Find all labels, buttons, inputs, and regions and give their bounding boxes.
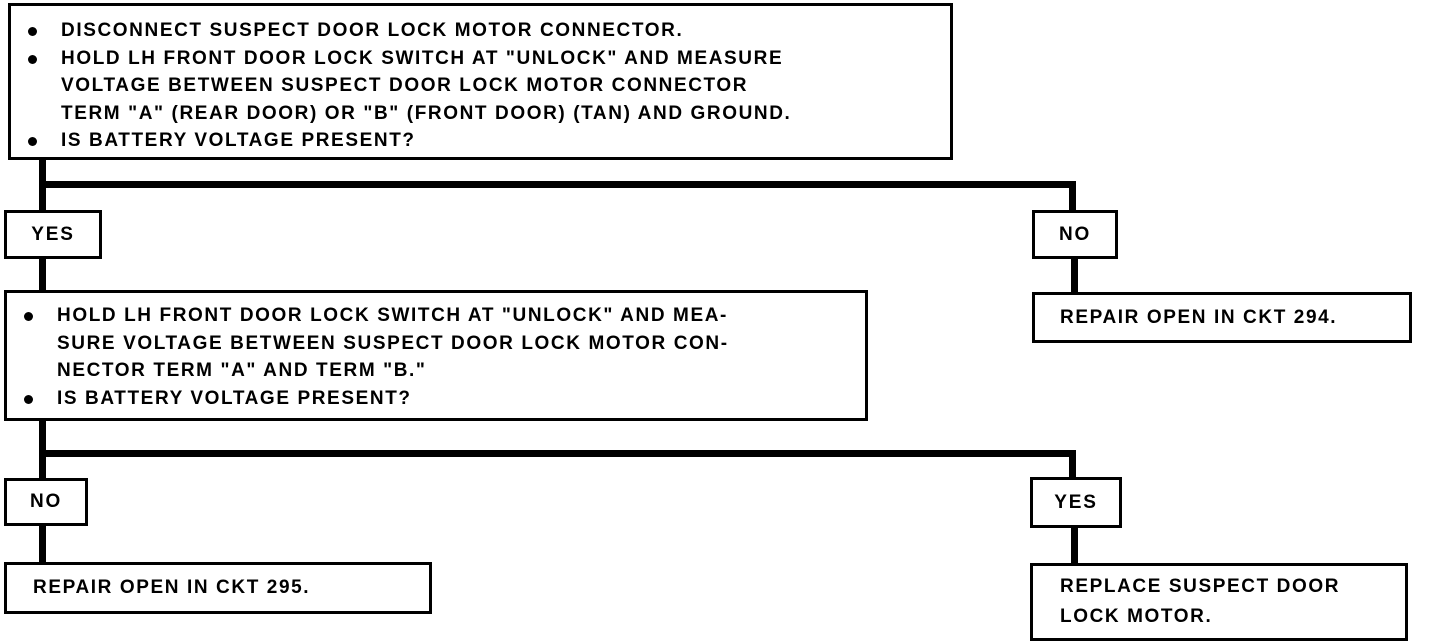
connector-yes1-to-step2 [39, 257, 46, 292]
step2-instruction-box: HOLD LH FRONT DOOR LOCK SWITCH AT "UNLOC… [4, 290, 868, 421]
branch1-yes-label: YES [31, 223, 75, 245]
result-replace-motor-box: REPLACE SUSPECT DOOR LOCK MOTOR. [1030, 563, 1408, 641]
instruction-line: NECTOR TERM "A" AND TERM "B." [57, 360, 427, 381]
connector-branch1-horizontal [39, 181, 1076, 188]
instruction-line: IS BATTERY VOLTAGE PRESENT? [57, 387, 412, 409]
connector-branch2-yes-down [1069, 450, 1076, 479]
connector-no2-to-result295 [39, 523, 46, 564]
connector-branch2-horizontal [39, 450, 1076, 457]
branch1-no-box: NO [1032, 210, 1118, 259]
bullet-icon [28, 137, 37, 146]
instruction-line: VOLTAGE BETWEEN SUSPECT DOOR LOCK MOTOR … [61, 75, 749, 96]
branch2-yes-label: YES [1054, 491, 1098, 513]
instruction-line: HOLD LH FRONT DOOR LOCK SWITCH AT "UNLOC… [57, 305, 728, 326]
connector-branch1-no-down [1069, 181, 1076, 212]
bullet-icon [28, 27, 37, 36]
instruction-item: IS BATTERY VOLTAGE PRESENT? [7, 385, 865, 413]
bullet-icon [24, 394, 33, 404]
branch2-no-box: NO [4, 478, 88, 526]
branch2-no-label: NO [29, 491, 63, 512]
connector-step2-down [39, 418, 46, 480]
instruction-line: DISCONNECT SUSPECT DOOR LOCK MOTOR CONNE… [61, 20, 684, 41]
instruction-line: SURE VOLTAGE BETWEEN SUSPECT DOOR LOCK M… [57, 332, 729, 354]
bullet-icon [24, 312, 33, 321]
result-line: REPAIR OPEN IN CKT 294. [1060, 306, 1338, 328]
result-line: REPLACE SUSPECT DOOR [1060, 576, 1341, 597]
instruction-line: IS BATTERY VOLTAGE PRESENT? [61, 130, 416, 151]
branch1-no-label: NO [1058, 223, 1092, 245]
instruction-item: HOLD LH FRONT DOOR LOCK SWITCH AT "UNLOC… [11, 45, 950, 128]
branch1-yes-box: YES [4, 210, 102, 259]
instruction-item: DISCONNECT SUSPECT DOOR LOCK MOTOR CONNE… [11, 17, 950, 45]
connector-no1-to-result294 [1071, 257, 1078, 294]
result-line: LOCK MOTOR. [1060, 606, 1213, 627]
bullet-icon [28, 54, 37, 64]
instruction-line: HOLD LH FRONT DOOR LOCK SWITCH AT "UNLOC… [61, 47, 784, 69]
result-repair-ckt295-box: REPAIR OPEN IN CKT 295. [4, 562, 432, 614]
instruction-line: TERM "A" (REAR DOOR) OR "B" (FRONT DOOR)… [61, 102, 792, 124]
result-line: REPAIR OPEN IN CKT 295. [33, 577, 311, 598]
result-repair-ckt294-box: REPAIR OPEN IN CKT 294. [1032, 292, 1412, 343]
instruction-item: HOLD LH FRONT DOOR LOCK SWITCH AT "UNLOC… [7, 302, 865, 385]
connector-yes2-to-replace [1071, 526, 1078, 565]
instruction-item: IS BATTERY VOLTAGE PRESENT? [11, 127, 950, 155]
branch2-yes-box: YES [1030, 477, 1122, 528]
step1-instruction-box: DISCONNECT SUSPECT DOOR LOCK MOTOR CONNE… [8, 3, 953, 160]
